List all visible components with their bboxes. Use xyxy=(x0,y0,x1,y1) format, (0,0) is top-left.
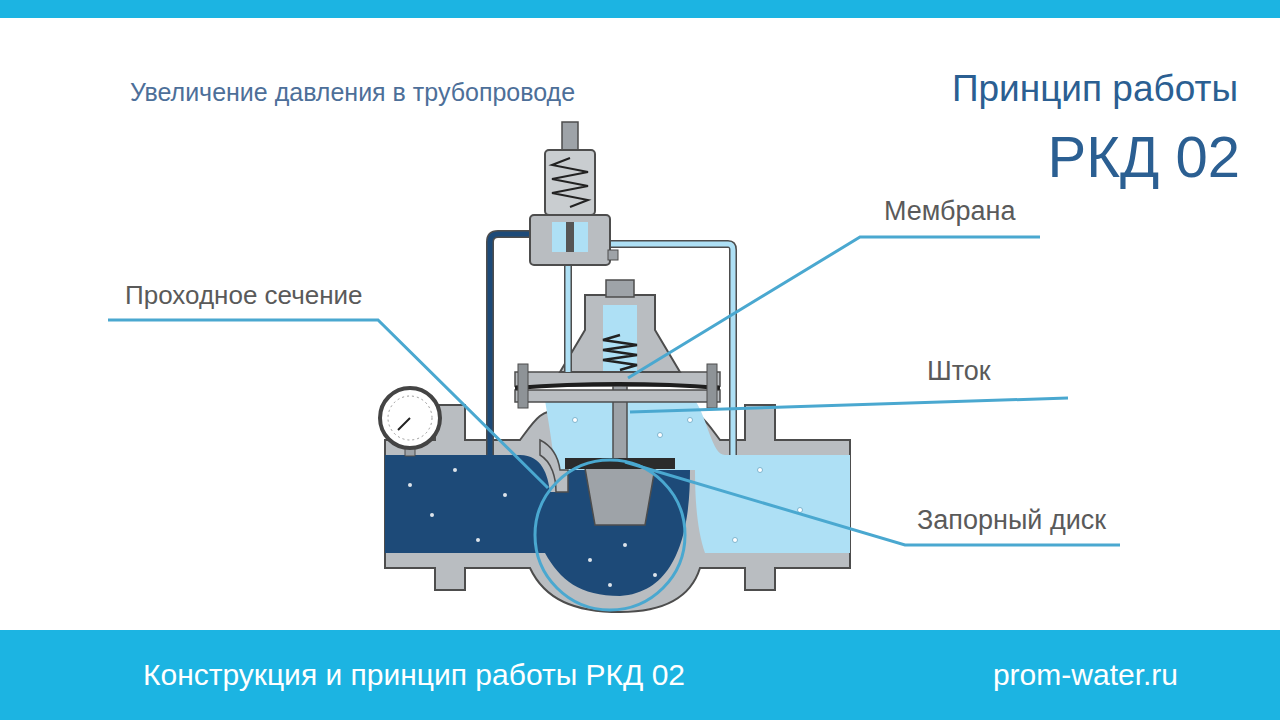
pilot-spring-housing xyxy=(545,150,595,215)
inlet-tube xyxy=(490,234,535,455)
pilot-chamber xyxy=(552,222,588,252)
body-flange xyxy=(515,390,720,402)
pilot-stem xyxy=(566,222,574,252)
upper-chamber xyxy=(560,295,680,372)
part-label: РКД 02 xyxy=(1048,124,1240,191)
part-label: Проходное сечение xyxy=(125,281,363,311)
top-bar xyxy=(0,0,1280,18)
part-label: Шток xyxy=(927,356,991,387)
pilot-nozzle xyxy=(608,250,618,260)
leader-lines xyxy=(108,237,1120,610)
part-label: Увеличение давления в трубопроводе xyxy=(130,78,575,107)
cap-nut xyxy=(606,280,634,297)
pressure-gauge xyxy=(380,388,440,448)
gauge-needle xyxy=(398,418,410,430)
membrane-spring xyxy=(603,335,637,370)
bolt xyxy=(518,364,528,408)
outlet-tube xyxy=(600,244,733,455)
disc-guide xyxy=(585,468,655,525)
part-label: Принцип работы xyxy=(952,68,1238,111)
pilot-body xyxy=(530,215,610,265)
part-label: Мембрана xyxy=(884,196,1016,227)
water-bubbles xyxy=(408,468,657,587)
pilot-spring xyxy=(552,158,588,207)
footer-url: prom-water.ru xyxy=(993,658,1178,693)
adjust-screw xyxy=(562,122,578,150)
part-label: Запорный диск xyxy=(917,505,1106,536)
bolt xyxy=(707,364,717,408)
footer-band: Конструкция и принцип работы РКД 02 prom-… xyxy=(0,630,1280,720)
membrane xyxy=(515,384,720,388)
chamber-water xyxy=(603,305,637,371)
footer-title: Конструкция и принцип работы РКД 02 xyxy=(143,658,685,693)
control-tube xyxy=(566,262,571,372)
